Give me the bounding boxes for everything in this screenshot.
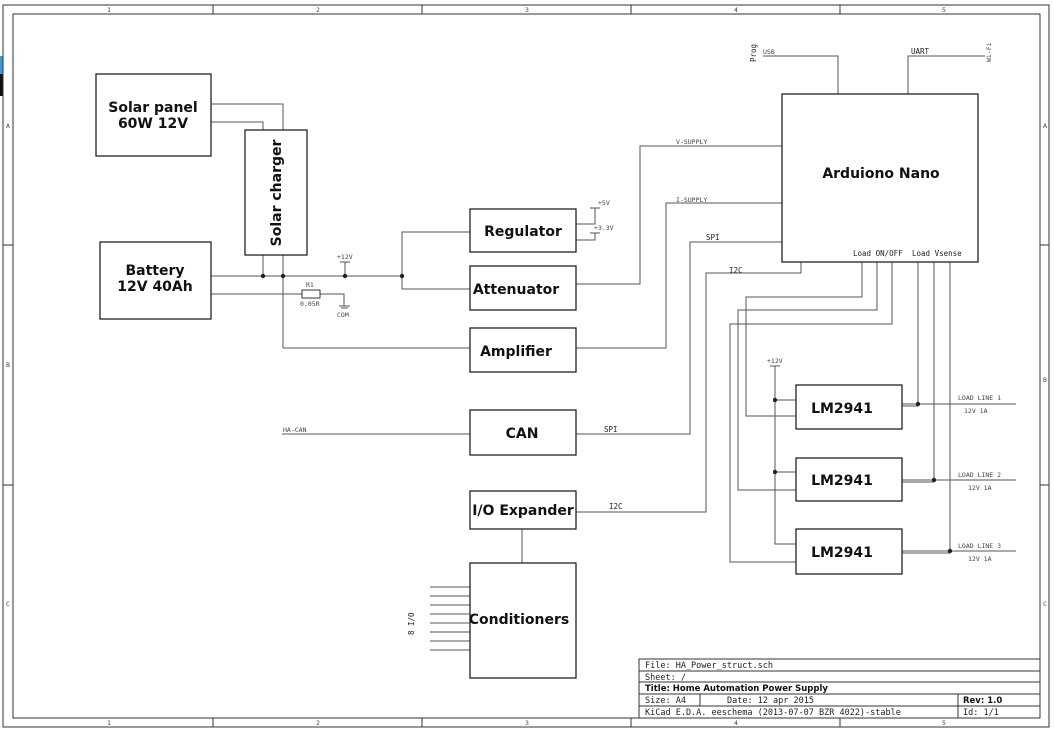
net-load-amp-2: 12V 1A: [968, 484, 992, 492]
col-label-bottom-5: 5: [942, 719, 946, 727]
col-label-bottom-1: 1: [107, 719, 111, 727]
solar-charger-label: Solar charger: [269, 140, 285, 247]
net-plus12v: +12V: [337, 253, 353, 261]
title-block: File: HA_Power_struct.sch Sheet: / Title…: [638, 658, 1041, 719]
net-i2c-arduino: I2C: [729, 266, 743, 275]
frame-row-labels: A B C A B C: [6, 122, 1047, 608]
net-plus33v: +3.3V: [594, 224, 614, 232]
solar-panel-line2: 60W 12V: [118, 116, 188, 132]
net-wifi: Wi-Fi: [985, 42, 993, 62]
col-label-top-1: 1: [107, 6, 111, 14]
row-label-left-a: A: [6, 122, 10, 130]
net-v-supply: V-SUPPLY: [676, 138, 707, 146]
title-block-id: Id: 1/1: [963, 708, 999, 718]
net-spi-can: SPI: [604, 425, 618, 434]
lm2941-2-label: LM2941: [811, 473, 873, 489]
resistor-r1: R1 0.05R: [300, 281, 321, 308]
net-ha-can: HA-CAN: [283, 426, 307, 434]
conditioners-label: Conditioners: [469, 612, 570, 628]
battery-line1: Battery: [125, 263, 184, 279]
drawing-frame: [2, 4, 1050, 728]
regulator-label: Regulator: [484, 224, 562, 240]
attenuator-label: Attenuator: [473, 282, 559, 298]
net-usb: USB: [763, 48, 775, 56]
net-i-supply: I-SUPPLY: [676, 196, 707, 204]
net-load-line-1: LOAD LINE 1: [958, 394, 1001, 402]
title-block-sheet: Sheet: /: [645, 673, 686, 683]
io-expander-label: I/O Expander: [472, 503, 574, 519]
block-regulator[interactable]: Regulator: [469, 208, 577, 253]
col-label-top-2: 2: [316, 6, 320, 14]
battery-line2: 12V 40Ah: [117, 279, 192, 295]
block-attenuator[interactable]: Attenuator: [469, 265, 577, 311]
block-arduino-nano[interactable]: Arduiono Nano Load ON/OFF Load Vsense: [781, 93, 979, 263]
block-lm2941-1[interactable]: LM2941: [795, 384, 903, 430]
block-io-expander[interactable]: I/O Expander: [469, 490, 577, 530]
net-lm-12v: +12V: [767, 357, 783, 365]
net-load-line-3: LOAD LINE 3: [958, 542, 1001, 550]
title-block-file: File: HA_Power_struct.sch: [645, 661, 773, 671]
row-label-right-b: B: [1043, 376, 1047, 384]
row-label-left-b: B: [6, 361, 10, 369]
block-lm2941-2[interactable]: LM2941: [795, 457, 903, 502]
net-labels: +12V +5V +3.3V V-SUPPLY I-SUPPLY SPI I2C…: [283, 42, 1001, 635]
com-symbol: COM: [337, 305, 350, 319]
col-label-top-5: 5: [942, 6, 946, 14]
frame-column-labels: 1 2 3 4 5 1 2 3 4 5: [107, 6, 946, 727]
net-prog: Prog: [749, 44, 758, 62]
solar-panel-line1: Solar panel: [108, 100, 197, 116]
net-load-amp-1: 12V 1A: [964, 407, 988, 415]
net-spi-arduino: SPI: [706, 233, 720, 242]
col-label-top-3: 3: [525, 6, 529, 14]
lm2941-3-label: LM2941: [811, 545, 873, 561]
title-block-tool: KiCad E.D.A. eeschema (2013-07-07 BZR 40…: [645, 708, 901, 718]
col-label-top-4: 4: [734, 6, 738, 14]
title-block-rev: Rev: 1.0: [963, 696, 1002, 706]
row-label-right-a: A: [1043, 122, 1047, 130]
r1-ref: R1: [306, 281, 314, 289]
can-label: CAN: [506, 426, 539, 442]
r1-value: 0.05R: [300, 300, 320, 308]
net-i2c-io: I2C: [609, 502, 623, 511]
block-solar-panel[interactable]: Solar panel 60W 12V: [95, 73, 212, 157]
title-block-date: Date: 12 apr 2015: [727, 696, 814, 706]
col-label-bottom-2: 2: [316, 719, 320, 727]
junction-dots: [260, 273, 953, 554]
title-block-size: Size: A4: [645, 696, 686, 706]
amplifier-label: Amplifier: [480, 344, 552, 360]
load-onoff-label: Load ON/OFF: [853, 249, 903, 258]
row-label-right-c: C: [1043, 600, 1047, 608]
lm2941-1-label: LM2941: [811, 401, 873, 417]
net-uart: UART: [911, 47, 930, 56]
edge-tab-blue: [0, 56, 3, 74]
col-label-bottom-4: 4: [734, 719, 738, 727]
title-block-title: Title: Home Automation Power Supply: [645, 684, 828, 694]
net-load-amp-3: 12V 1A: [968, 555, 992, 563]
net-load-line-2: LOAD LINE 2: [958, 471, 1001, 479]
block-lm2941-3[interactable]: LM2941: [795, 528, 903, 575]
block-can[interactable]: CAN: [469, 409, 577, 456]
block-conditioners[interactable]: Conditioners: [469, 562, 577, 679]
arduino-label: Arduiono Nano: [822, 166, 940, 182]
block-battery[interactable]: Battery 12V 40Ah: [99, 241, 212, 320]
col-label-bottom-3: 3: [525, 719, 529, 727]
load-vsense-label: Load Vsense: [912, 249, 962, 258]
block-solar-charger[interactable]: Solar charger: [244, 129, 308, 256]
net-8io: 8 I/O: [407, 612, 416, 635]
net-plus5v: +5V: [598, 199, 610, 207]
edge-tab-dark: [0, 74, 3, 96]
com-label: COM: [337, 311, 349, 319]
block-amplifier[interactable]: Amplifier: [469, 327, 577, 373]
row-label-left-c: C: [6, 600, 10, 608]
